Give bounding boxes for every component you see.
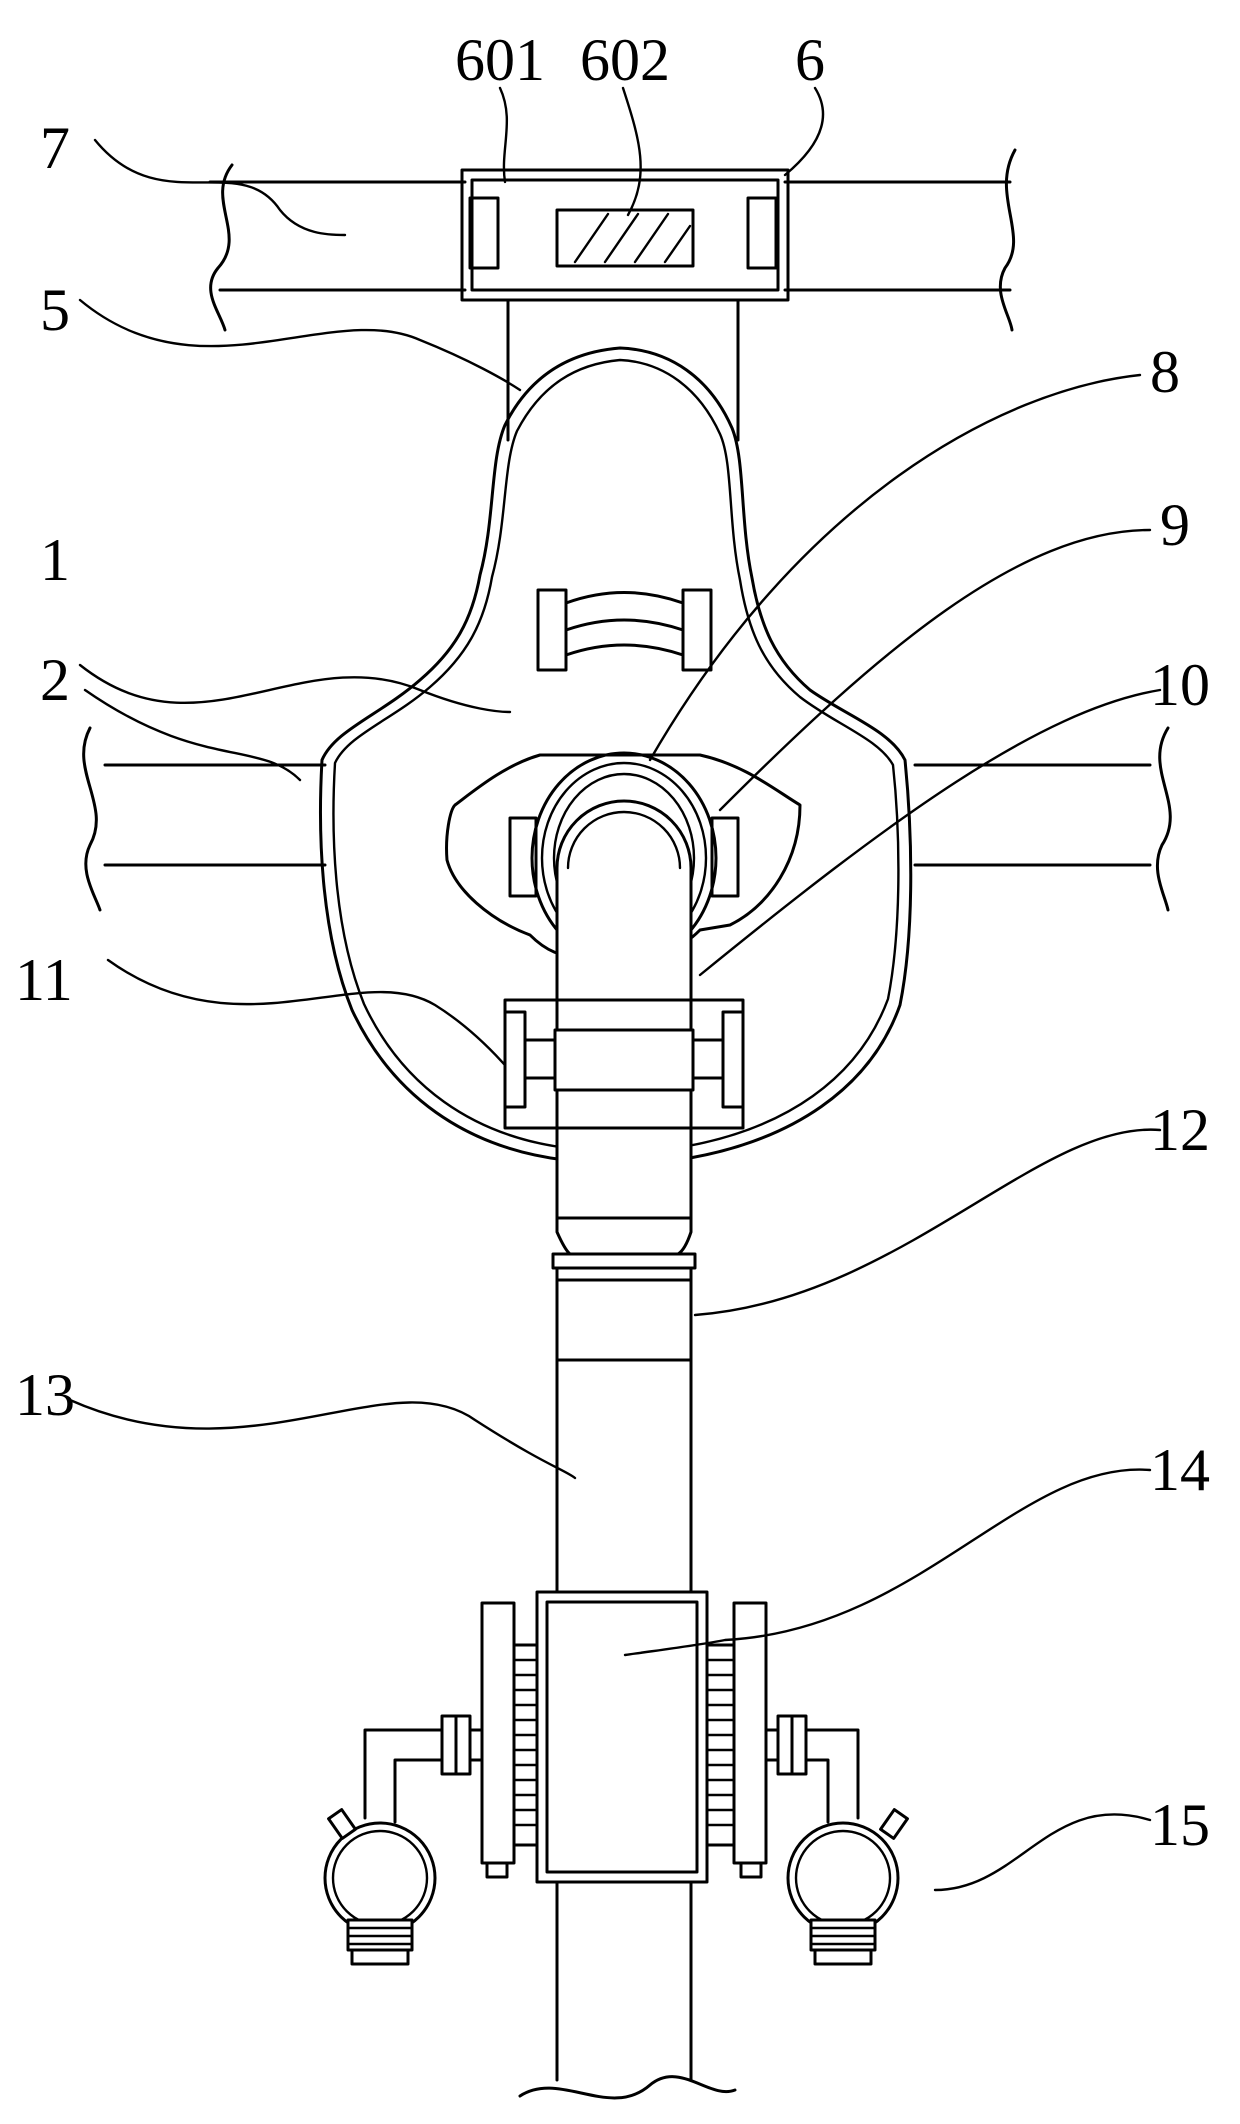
label-602: 602 bbox=[580, 27, 670, 93]
label-12: 12 bbox=[1150, 1097, 1210, 1163]
label-15: 15 bbox=[1150, 1792, 1210, 1858]
buckle-clip-right bbox=[748, 198, 776, 268]
forehead-pad bbox=[538, 590, 711, 670]
vertical-strap bbox=[508, 300, 738, 440]
pipe-connector bbox=[553, 1218, 695, 1360]
label-7: 7 bbox=[40, 115, 70, 181]
label-2: 2 bbox=[40, 647, 70, 713]
label-5: 5 bbox=[40, 277, 70, 343]
upper-head-strap bbox=[210, 150, 1015, 330]
elbow-pipe bbox=[557, 801, 691, 1218]
label-1: 1 bbox=[40, 527, 70, 593]
label-10: 10 bbox=[1150, 652, 1210, 718]
side-canister-right bbox=[766, 1716, 907, 1964]
label-601: 601 bbox=[455, 27, 545, 93]
label-13: 13 bbox=[15, 1362, 75, 1428]
label-11: 11 bbox=[15, 947, 73, 1013]
label-6: 6 bbox=[795, 27, 825, 93]
filter-assembly bbox=[482, 1592, 766, 1882]
label-14: 14 bbox=[1150, 1437, 1210, 1503]
label-8: 8 bbox=[1150, 339, 1180, 405]
side-canister-left bbox=[325, 1716, 482, 1964]
label-9: 9 bbox=[1160, 492, 1190, 558]
buckle-clip-left bbox=[470, 198, 498, 268]
strap-buckle bbox=[462, 170, 788, 300]
